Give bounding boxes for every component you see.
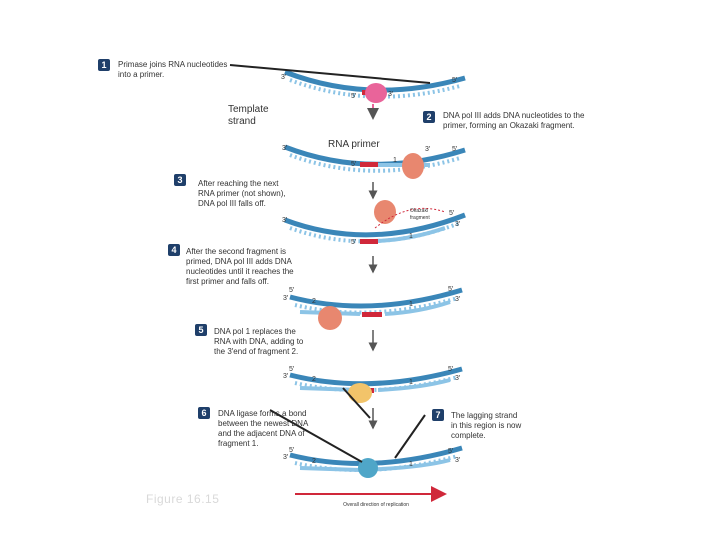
prime-label: 5′ (452, 77, 458, 84)
step-number-5: 5 (195, 324, 207, 336)
okazaki-bracket (374, 207, 446, 229)
prime-label: 3′ (282, 145, 288, 152)
dna-pol3-icon (374, 200, 396, 224)
step-6-caption: DNA ligase forms a bond between the newe… (218, 409, 309, 448)
template-strand-ticks (289, 153, 461, 173)
prime-label: 3′ (281, 74, 287, 81)
step-2-caption: DNA pol III adds DNA nucleotides to the … (443, 111, 585, 130)
step-number-7: 7 (432, 409, 444, 421)
fragment-number: 2 (312, 458, 316, 465)
template-strand-label: Template strand (228, 104, 269, 127)
primase-icon (365, 83, 387, 103)
template-strand (289, 287, 463, 309)
prime-label: 5′ (448, 286, 454, 293)
prime-label: 5′ (448, 366, 454, 373)
dna-pol3-icon (402, 153, 424, 179)
rna-primer (360, 239, 378, 244)
dna-ligase-icon (358, 458, 378, 478)
prime-label: 5′ (449, 210, 455, 217)
prime-label: 3′ (455, 296, 461, 303)
fragment-1 (377, 378, 451, 392)
figure-label: Figure 16.15 (146, 492, 220, 506)
fragment-number: 1 (409, 379, 413, 386)
pointer-line (342, 387, 371, 419)
prime-label: 5′ (289, 447, 295, 454)
svg-text:7: 7 (435, 410, 440, 420)
pointer-line (269, 409, 363, 463)
fragment-number: 1 (409, 461, 413, 468)
step-1-caption: Primase joins RNA nucleotides into a pri… (118, 60, 228, 79)
svg-text:1: 1 (101, 60, 106, 70)
prime-label: 5′ (289, 287, 295, 294)
svg-text:2: 2 (426, 112, 431, 122)
stage-3: 3′ 5′ 3′ 5′ 1 Okazaki fragment (282, 200, 466, 246)
okazaki-label: Okazaki (410, 208, 428, 214)
template-strand (289, 366, 463, 387)
svg-text:3: 3 (177, 175, 182, 185)
prime-label: 3′ (282, 217, 288, 224)
fragment-number: 1 (393, 157, 397, 164)
prime-label: 3′ (388, 91, 394, 98)
step-number-3: 3 (174, 174, 186, 186)
dna-pol1-icon (348, 383, 372, 403)
rna-primer (360, 162, 378, 167)
step-7-caption: The lagging strand in this region is now… (451, 411, 522, 440)
okazaki-fragment (374, 226, 446, 243)
fragment-number: 1 (409, 301, 413, 308)
fragment-1 (384, 300, 451, 316)
prime-label: 3′ (455, 375, 461, 382)
stage-6: 5′ 3′ 5′ 3′ 2 1 (269, 409, 463, 478)
step-number-6: 6 (198, 407, 210, 419)
prime-label: 3′ (425, 146, 431, 153)
step-4-caption: After the second fragment is primed, DNA… (186, 247, 294, 286)
template-strand (284, 212, 466, 238)
replication-direction-label: Overall direction of replication (343, 502, 409, 508)
prime-label: 3′ (455, 457, 461, 464)
okazaki-label: fragment (410, 215, 430, 221)
prime-label: 3′ (283, 454, 289, 461)
prime-label: 5′ (452, 146, 458, 153)
prime-label: 5′ (448, 448, 454, 455)
step-3-caption: After reaching the next RNA primer (not … (198, 179, 286, 208)
svg-text:4: 4 (171, 245, 176, 255)
svg-text:6: 6 (201, 408, 206, 418)
prime-label: 5′ (351, 161, 357, 168)
stage-4: 5′ 3′ 5′ 3′ 2 1 (283, 286, 463, 330)
prime-label: 3′ (283, 295, 289, 302)
template-strand-ticks (289, 78, 461, 99)
rna-primer-label: RNA primer (328, 139, 380, 150)
dna-pol3-icon (318, 306, 342, 330)
prime-label: 5′ (351, 93, 357, 100)
stage-1: 3′ 5′ 5′ 3′ (229, 64, 466, 103)
pointer-line (394, 414, 426, 459)
fragment-number: 2 (312, 376, 316, 383)
stage-5: 5′ 3′ 5′ 3′ 2 1 (283, 366, 463, 419)
prime-label: 5′ (351, 239, 357, 246)
prime-label: 3′ (455, 221, 461, 228)
prime-label: 3′ (283, 373, 289, 380)
rna-primer (362, 312, 382, 317)
stage-2: 3′ 5′ 5′ 3′ 1 (282, 144, 466, 179)
fragment-number: 1 (409, 233, 413, 240)
step-number-1: 1 (98, 59, 110, 71)
step-number-2: 2 (423, 111, 435, 123)
prime-label: 5′ (289, 366, 295, 373)
pointer-line (229, 64, 431, 84)
step-number-4: 4 (168, 244, 180, 256)
step-5-caption: DNA pol 1 replaces the RNA with DNA, add… (214, 327, 304, 356)
svg-text:5: 5 (198, 325, 203, 335)
fragment-number: 2 (312, 298, 316, 305)
